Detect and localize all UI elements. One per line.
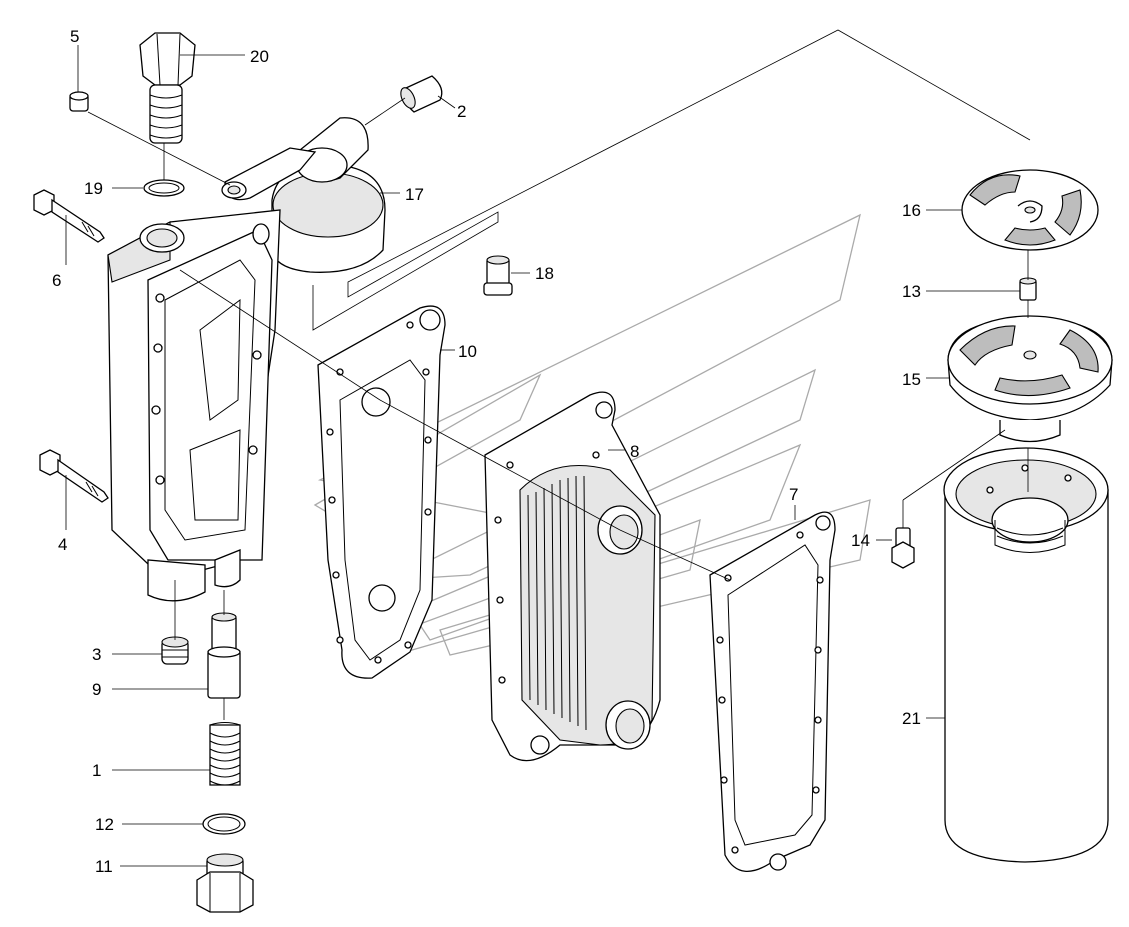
callout-10: 10	[458, 342, 477, 361]
callout-6: 6	[52, 271, 61, 290]
oil-filter-housing	[107, 209, 281, 602]
callout-19: 19	[84, 179, 103, 198]
callout-14: 14	[851, 531, 870, 550]
callout-18: 18	[535, 264, 554, 283]
callout-12: 12	[95, 815, 114, 834]
callout-15: 15	[902, 370, 921, 389]
callout-17: 17	[405, 185, 424, 204]
callout-3: 3	[92, 645, 101, 664]
guide-line-top	[312, 29, 1031, 331]
part-21-filter-canister	[943, 447, 1109, 863]
part-10-gasket	[317, 305, 446, 679]
part-16-cover-disc	[961, 169, 1099, 251]
part-7-gasket	[709, 511, 836, 873]
part-4-long-bolt	[39, 449, 109, 503]
part-11-drain-plug	[196, 853, 254, 913]
callout-13: 13	[902, 282, 921, 301]
part-13-pin	[1019, 277, 1037, 301]
callout-11: 11	[95, 857, 113, 876]
part-6-long-bolt	[33, 189, 105, 243]
leader-lines	[65, 45, 1029, 867]
callout-21: 21	[902, 709, 921, 728]
callout-labels: 1 2 3 4 5 6 7 8 9 10 11 12 13 14 15 16 1…	[52, 27, 921, 876]
part-5-plug	[69, 91, 89, 112]
part-2-cap	[400, 75, 443, 113]
part-19-o-ring	[143, 179, 185, 197]
part-9-valve	[207, 612, 241, 699]
callout-2: 2	[457, 102, 466, 121]
part-18-sleeve	[483, 255, 513, 296]
part-3-plug	[161, 636, 189, 665]
callout-1: 1	[92, 761, 101, 780]
part-14-bolt	[891, 527, 915, 569]
callout-20: 20	[250, 47, 269, 66]
callout-4: 4	[58, 535, 67, 554]
callout-5: 5	[70, 27, 79, 46]
callout-7: 7	[789, 485, 798, 504]
part-17-thermostat-housing	[221, 117, 386, 273]
part-15-filter-head	[947, 315, 1113, 443]
callout-8: 8	[630, 442, 639, 461]
part-1-spring	[209, 722, 241, 786]
part-20-banjo-bolt	[139, 32, 196, 144]
callout-9: 9	[92, 680, 101, 699]
part-8-oil-cooler	[484, 391, 661, 762]
callout-16: 16	[902, 201, 921, 220]
